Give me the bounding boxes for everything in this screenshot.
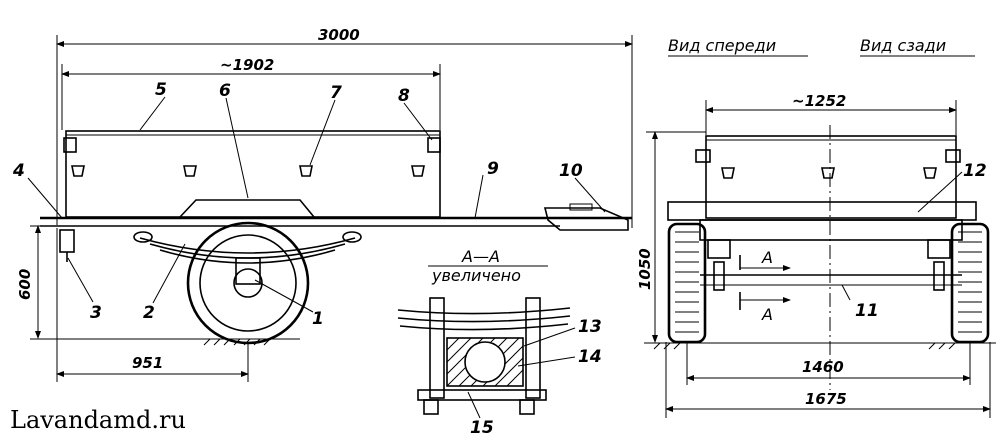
front-rear-view: Вид спереди Вид сзади ~1252: [636, 36, 996, 418]
callout-7: 7: [330, 83, 342, 103]
trailer-body: [65, 130, 441, 218]
callout-9: 9: [487, 159, 499, 179]
wheel: [186, 221, 310, 345]
fender: [179, 199, 315, 218]
dim-overall-width: 1675: [805, 390, 847, 408]
callout-13: 13: [578, 317, 602, 337]
dim-body-width: ~1252: [792, 92, 846, 110]
callout-5: 5: [155, 80, 167, 100]
callout-15: 15: [470, 418, 494, 438]
watermark: Lavandamd.ru: [10, 406, 186, 434]
side-view: 3000 ~1902: [12, 26, 633, 382]
callout-6: 6: [219, 81, 231, 101]
callout-3: 3: [90, 303, 102, 323]
section-a-a: А—А увеличено 13 14 15: [397, 247, 602, 438]
coupling-hitch: [543, 207, 629, 231]
front-view-title: Вид спереди: [668, 36, 776, 55]
dim-total-length: 3000: [318, 26, 360, 44]
leaf-spring: [139, 237, 356, 254]
callout-11: 11: [855, 301, 879, 321]
callout-8: 8: [398, 86, 410, 106]
callout-4: 4: [12, 161, 25, 181]
dim-track: 1460: [802, 358, 844, 376]
section-subtitle: увеличено: [431, 266, 521, 285]
dim-height-600: 600: [16, 269, 34, 300]
dim-height-1050: 1050: [636, 248, 654, 290]
callout-12: 12: [963, 161, 987, 181]
callout-14: 14: [578, 347, 602, 367]
dim-body-length: ~1902: [220, 56, 274, 74]
section-title: А—А: [461, 247, 500, 266]
dim-axle-offset: 951: [132, 354, 163, 372]
callout-10: 10: [559, 161, 583, 181]
callout-1: 1: [312, 309, 324, 329]
section-mark-upper: А: [761, 248, 773, 267]
section-mark-lower: А: [761, 305, 773, 324]
rear-view-title: Вид сзади: [860, 36, 946, 55]
callout-2: 2: [143, 303, 155, 323]
